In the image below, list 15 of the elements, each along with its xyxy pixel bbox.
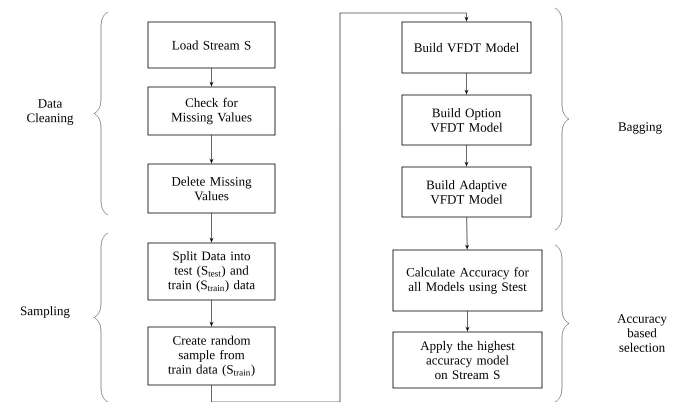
process-box: Load Stream S xyxy=(148,22,276,68)
process-box: Calculate Accuracy for all Models using Stest xyxy=(392,250,542,312)
arrow xyxy=(211,12,469,402)
process-box: Build VFDT Model xyxy=(402,22,532,74)
group-label: Data Cleaning xyxy=(27,99,74,125)
group-label: Bagging xyxy=(618,122,662,134)
process-box: Build Adaptive VFDT Model xyxy=(402,166,532,218)
group-label: Accuracy based selection xyxy=(617,314,667,352)
process-box: Build Option VFDT Model xyxy=(402,94,532,146)
group-label: Sampling xyxy=(20,306,70,318)
process-box: Split Data into test (S$_{test}$) and train (S$_{train}$) data xyxy=(148,242,276,300)
process-box: Check for Missing Values xyxy=(148,86,276,136)
process-box: Delete Missing Values xyxy=(148,164,276,214)
process-box: Apply the highest accuracy model on Stream S xyxy=(392,332,542,388)
process-box: Create random sample from train data (S$_{train}$) xyxy=(148,326,276,386)
